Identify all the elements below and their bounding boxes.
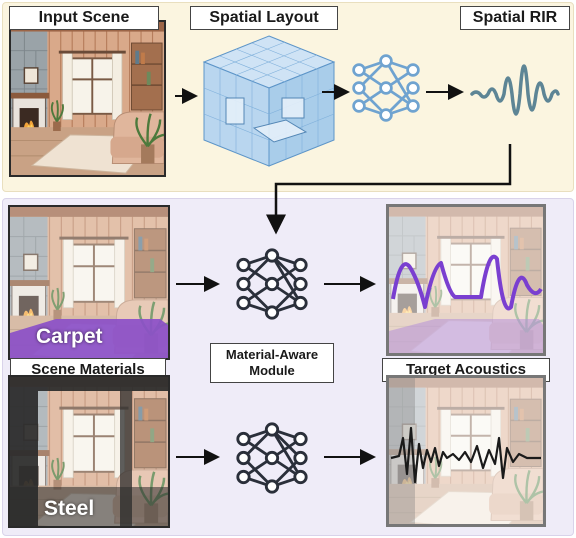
target-steel-image [386,375,546,527]
carpet-scene-image: Carpet [8,205,170,360]
target-carpet-image [386,204,546,356]
steel-label: Steel [44,497,95,520]
waveform-icon [470,64,560,116]
module-line-1: Material-Aware [225,347,319,362]
material-aware-module-label: Material-Aware Module [210,343,334,383]
arrow-rir-to-module [266,144,512,235]
module-line-2: Module [249,363,295,378]
steel-scene-image: Steel [8,375,170,528]
spatial-rir-label: Spatial RIR [460,6,570,30]
spatial-layout-cube [202,35,336,167]
input-scene-label: Input Scene [9,6,159,30]
spatial-layout-label: Spatial Layout [190,6,338,30]
carpet-label: Carpet [36,325,103,348]
